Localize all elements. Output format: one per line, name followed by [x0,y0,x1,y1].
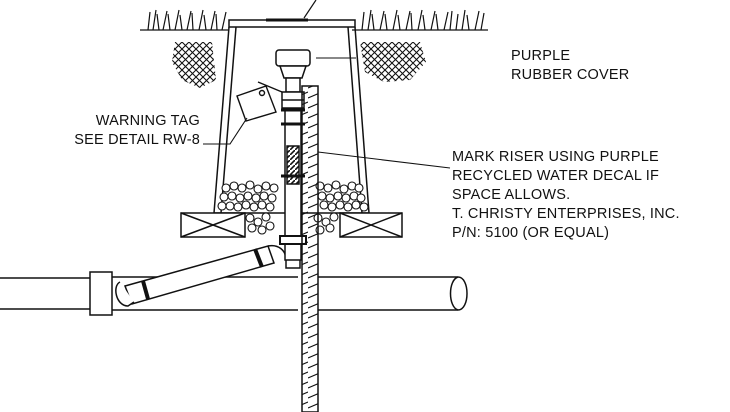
label-line: SPACE ALLOWS. [452,187,571,203]
label-line: T. CHRISTY ENTERPRISES, INC. [452,206,680,222]
quick-coupler-valve [275,49,311,109]
label-mark-riser: MARK RISER USING PURPLE RECYCLED WATER D… [452,148,680,243]
label-line: P/N: 5100 (OR EQUAL) [452,225,610,241]
rebar-stake [301,85,319,412]
label-line: WARNING TAG [95,113,200,129]
grass-surface [140,9,488,31]
label-line: RUBBER COVER [511,67,630,83]
label-purple-rubber-cover: PURPLE RUBBER COVER [511,47,629,85]
label-line: RECYCLED WATER DECAL IF [452,168,660,184]
label-line: PURPLE [511,48,571,64]
label-line: MARK RISER USING PURPLE [452,149,659,165]
label-line: SEE DETAIL RW-8 [74,132,200,148]
label-warning-tag: WARNING TAG SEE DETAIL RW-8 [0,112,200,150]
soil-hatch [172,42,426,88]
warning-tag [236,81,283,122]
support-bricks [180,212,403,238]
valve-box-lid [228,0,356,28]
mainline-pipe [0,271,468,316]
angled-lateral-pipe [115,236,301,307]
leader-lines [203,57,451,169]
